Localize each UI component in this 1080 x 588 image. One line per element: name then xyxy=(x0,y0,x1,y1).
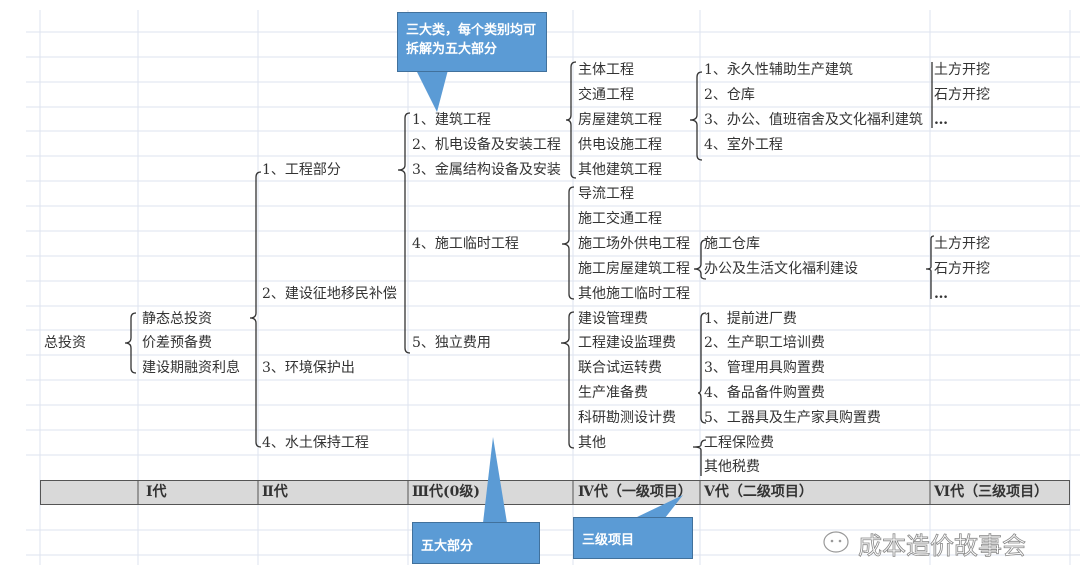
brace-building xyxy=(565,61,577,179)
header-gen5: Ⅴ代（二级项目） xyxy=(704,484,813,500)
gen5-item: 其他税费 xyxy=(704,459,760,475)
gen5-item: 2、生产职工培训费 xyxy=(704,335,825,351)
gen5-item: 1、永久性辅助生产建筑 xyxy=(704,62,853,78)
gen3-item: 3、金属结构设备及安装 xyxy=(412,162,561,178)
gen4-item: 联合试运转费 xyxy=(578,360,662,376)
gen4-item: 房屋建筑工程 xyxy=(578,112,662,128)
gen4-item: 施工交通工程 xyxy=(578,211,662,227)
top-callout: 三大类，每个类别均可拆解为五大部分 xyxy=(397,12,547,72)
gen5-item: 3、办公、值班宿舍及文化福利建筑 xyxy=(704,112,923,128)
brace-gen5-bottom xyxy=(925,235,935,299)
gen5-item: 4、备品备件购置费 xyxy=(704,385,825,401)
gen4-item: 建设管理费 xyxy=(578,311,648,327)
gen2-item: 3、环境保护出 xyxy=(262,360,355,376)
gen4-item: 主体工程 xyxy=(578,62,634,78)
gen4-item: 生产准备费 xyxy=(578,385,648,401)
brace-root xyxy=(124,312,137,374)
gen5-item: 1、提前进厂费 xyxy=(704,311,797,327)
header-gen1: Ⅰ代 xyxy=(146,484,167,500)
brace-temporary xyxy=(561,186,575,300)
header-gen2: Ⅱ代 xyxy=(262,484,288,500)
gen1-item: 静态总投资 xyxy=(142,311,212,327)
five-parts-callout: 五大部分 xyxy=(412,522,540,564)
gen3-item: 1、建筑工程 xyxy=(412,112,491,128)
gen1-item: 价差预备费 xyxy=(142,335,212,351)
gen3-item: 4、施工临时工程 xyxy=(412,236,519,252)
five-parts-callout-pointer xyxy=(483,437,507,523)
gen4-item: 其他 xyxy=(578,435,606,451)
gen5-item: 3、管理用具购置费 xyxy=(704,360,825,376)
brace-other xyxy=(692,439,707,476)
gen4-item: 施工房屋建筑工程 xyxy=(578,261,690,277)
gen5-item: 工程保险费 xyxy=(704,435,774,451)
gen4-item: 工程建设监理费 xyxy=(578,335,676,351)
gen6-item: 石方开挖 xyxy=(934,261,990,277)
gen2-item: 4、水土保持工程 xyxy=(262,435,369,451)
gen4-item: 其他建筑工程 xyxy=(578,162,662,178)
gen5-item: 2、仓库 xyxy=(704,87,755,103)
header-gen4: Ⅳ代（一级项目） xyxy=(578,484,692,500)
brace-independent xyxy=(560,311,575,449)
brace-temp-housing xyxy=(693,239,707,280)
brace-management xyxy=(697,312,707,424)
generation-header-row xyxy=(40,480,1070,505)
gen2-item: 1、工程部分 xyxy=(262,162,341,178)
root-total-investment: 总投资 xyxy=(44,335,86,351)
brace-engineering xyxy=(397,112,411,354)
gen4-item: 科研勘测设计费 xyxy=(578,410,676,426)
gen5-item: 5、工器具及生产家具购置费 xyxy=(704,410,881,426)
gen3-item: 2、机电设备及安装工程 xyxy=(412,137,561,153)
gen5-item: 施工仓库 xyxy=(704,236,760,252)
header-gen6: Ⅵ代（三级项目） xyxy=(934,484,1049,500)
watermark: 成本造价故事会 xyxy=(858,532,1027,561)
header-gen3: Ⅲ代(0级) xyxy=(412,484,481,500)
gen6-item: 土方开挖 xyxy=(934,236,990,252)
brace-housing xyxy=(689,71,703,161)
five-parts-callout-text: 五大部分 xyxy=(421,539,474,554)
gen6-item: 石方开挖 xyxy=(934,87,990,103)
gen1-item: 建设期融资利息 xyxy=(142,360,240,376)
gen6-ellipsis: … xyxy=(934,112,948,128)
gen4-item: 供电设施工程 xyxy=(578,137,662,153)
level3-callout-pointer xyxy=(635,495,683,518)
gen4-item: 导流工程 xyxy=(578,186,634,202)
gen5-item: 4、室外工程 xyxy=(704,137,783,153)
brace-gen1 xyxy=(249,171,262,448)
top-callout-text: 三大类，每个类别均可拆解为五大部分 xyxy=(406,23,537,57)
gen4-item: 其他施工临时工程 xyxy=(578,286,690,302)
gen2-item: 2、建设征地移民补偿 xyxy=(262,286,397,302)
gen3-item: 5、独立费用 xyxy=(412,335,491,351)
gen6-ellipsis: … xyxy=(934,286,948,302)
wechat-icon xyxy=(823,531,849,553)
gen4-item: 交通工程 xyxy=(578,87,634,103)
gen6-item: 土方开挖 xyxy=(934,62,990,78)
level3-callout: 三级项目 xyxy=(573,517,693,559)
top-callout-pointer xyxy=(416,70,448,112)
gen4-item: 施工场外供电工程 xyxy=(578,236,690,252)
gen5-item: 办公及生活文化福利建设 xyxy=(704,261,858,277)
level3-callout-text: 三级项目 xyxy=(582,533,635,548)
